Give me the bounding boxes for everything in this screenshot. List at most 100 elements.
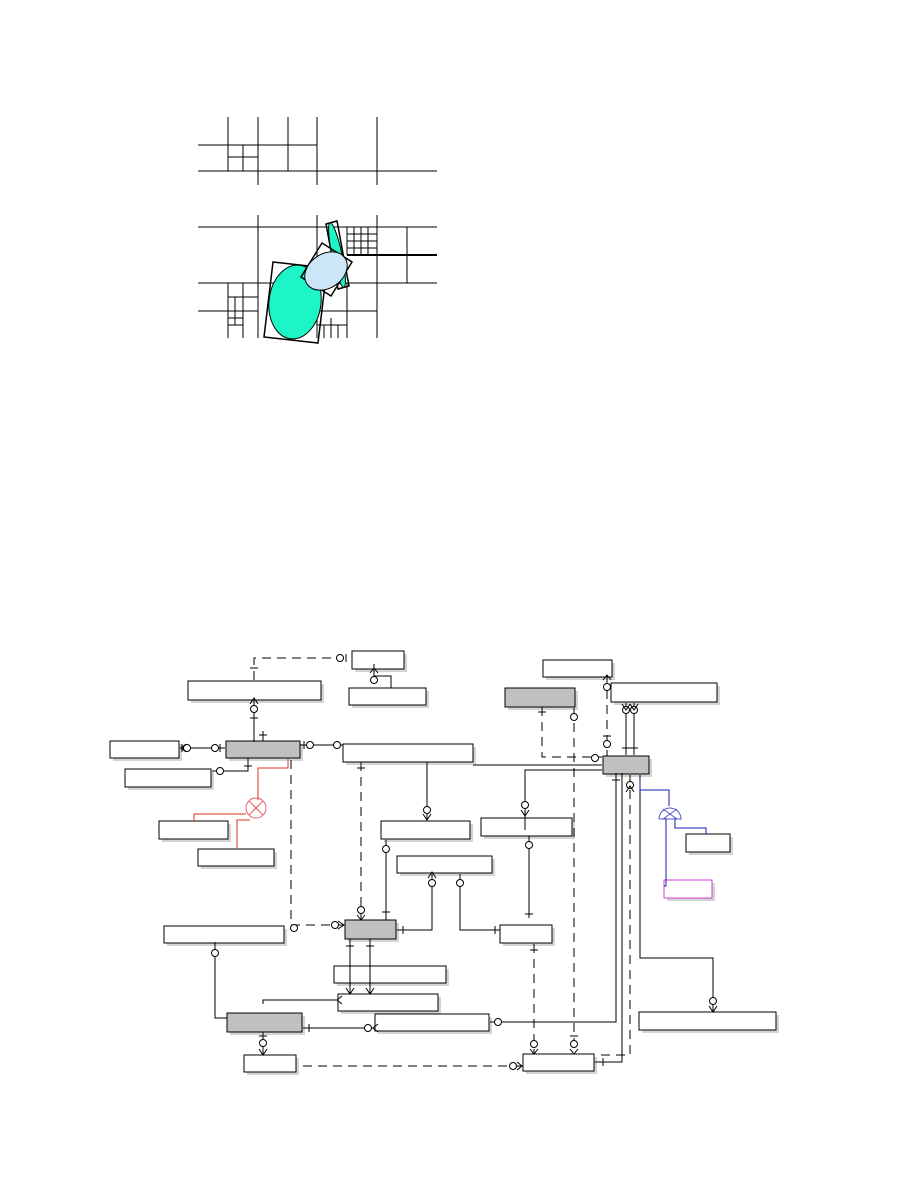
optional-marker	[250, 705, 258, 713]
spatial-index-figure	[198, 117, 437, 344]
subtype-line	[193, 813, 246, 822]
optional-marker	[306, 741, 314, 749]
entity-box	[163, 925, 285, 944]
crowfoot-marker	[516, 1061, 523, 1071]
optional-marker	[530, 1040, 538, 1048]
solid-relationships	[180, 664, 714, 1063]
crowfoot-marker	[602, 674, 612, 681]
crowfoot-marker	[708, 1005, 718, 1013]
relationship-line	[524, 769, 602, 830]
optional-marker	[382, 845, 390, 853]
entity-box	[374, 1013, 490, 1032]
dependent-entity-box	[504, 687, 576, 708]
relationship-line	[596, 775, 631, 1056]
optional-marker	[456, 879, 464, 887]
entity-box	[187, 680, 322, 701]
crowfoot-marker	[180, 743, 187, 753]
crowfoot-marker	[365, 987, 375, 995]
entity-box	[109, 740, 180, 759]
entity-boxes	[109, 650, 777, 1073]
optional-marker	[591, 754, 599, 762]
optional-marker	[211, 949, 219, 957]
crowfoot-markers	[180, 667, 718, 1071]
crowfoot-marker	[336, 995, 343, 1005]
blue-subtype-hierarchy	[639, 780, 707, 887]
crowfoot-marker	[372, 1023, 379, 1033]
crowfoot-marker	[422, 813, 432, 821]
optional-marker	[603, 683, 611, 691]
optional-marker	[216, 767, 224, 775]
entity-box	[348, 687, 427, 706]
crowfoot-marker	[337, 920, 345, 930]
optional-marker	[290, 924, 298, 932]
crowfoot-marker	[369, 667, 379, 674]
optional-marker	[423, 806, 431, 814]
entity-box	[610, 682, 718, 703]
entity-box	[499, 924, 553, 944]
dashed-relationships	[253, 657, 631, 1067]
subtype-line	[257, 758, 289, 800]
crowfoot-marker	[625, 785, 635, 793]
entity-box	[337, 993, 439, 1012]
subtype-line	[674, 818, 707, 834]
entity-box	[197, 848, 275, 867]
crowfoot-marker	[356, 914, 366, 921]
optional-marker	[333, 741, 341, 749]
optional-marker	[709, 997, 717, 1005]
relationship-line	[373, 664, 392, 688]
relationship-line	[541, 707, 602, 758]
er-diagram	[109, 650, 779, 1075]
entity-box	[124, 768, 212, 788]
relationship-line	[459, 874, 500, 931]
subtype-line	[664, 818, 667, 887]
crowfoot-marker	[569, 1048, 579, 1055]
entity-box	[638, 1011, 777, 1031]
subtype-line	[639, 780, 670, 806]
optional-marker	[626, 781, 634, 789]
optional-marker	[370, 676, 378, 684]
optional-marker	[211, 744, 219, 752]
relationship-line	[253, 657, 341, 680]
optional-marker	[494, 1018, 502, 1026]
optional-marker	[357, 906, 365, 914]
entity-box	[243, 1054, 297, 1073]
relationship-line	[290, 760, 344, 926]
subtype-node-icon	[245, 797, 267, 819]
entity-box	[380, 820, 471, 840]
dependent-entity-box	[602, 755, 650, 775]
relationship-line	[490, 773, 617, 1023]
subtype-node-icon	[658, 807, 682, 820]
entity-box	[542, 659, 613, 678]
optional-marker	[525, 841, 533, 849]
relationship-line	[214, 942, 227, 1019]
dependent-entity-box	[344, 919, 397, 940]
entity-box	[480, 817, 573, 837]
small-ellipse-shape	[304, 251, 348, 291]
optional-marker	[603, 740, 611, 748]
cardinality-ticks	[181, 654, 638, 1066]
entity-box	[396, 855, 493, 874]
optional-marker	[570, 713, 578, 721]
optional-marker	[521, 801, 529, 809]
crowfoot-marker	[345, 987, 355, 995]
entity-box	[342, 743, 474, 763]
crowfoot-marker	[520, 809, 530, 817]
optional-marker	[509, 1062, 517, 1070]
entity-box	[522, 1053, 595, 1072]
crowfoot-marker	[249, 697, 259, 705]
optional-marker	[570, 1040, 578, 1048]
optional-marker	[331, 921, 339, 929]
red-subtype-hierarchy	[193, 758, 289, 848]
crowfoot-marker	[629, 703, 639, 711]
entity-box	[158, 820, 229, 840]
relationship-line	[639, 775, 714, 1012]
relationship-line	[397, 874, 433, 931]
relationship-line	[262, 999, 337, 1004]
crowfoot-marker	[258, 1048, 268, 1056]
optional-marker	[336, 654, 344, 662]
crowfoot-marker	[529, 1048, 539, 1055]
optional-marker	[183, 744, 191, 752]
entity-box	[663, 879, 713, 899]
